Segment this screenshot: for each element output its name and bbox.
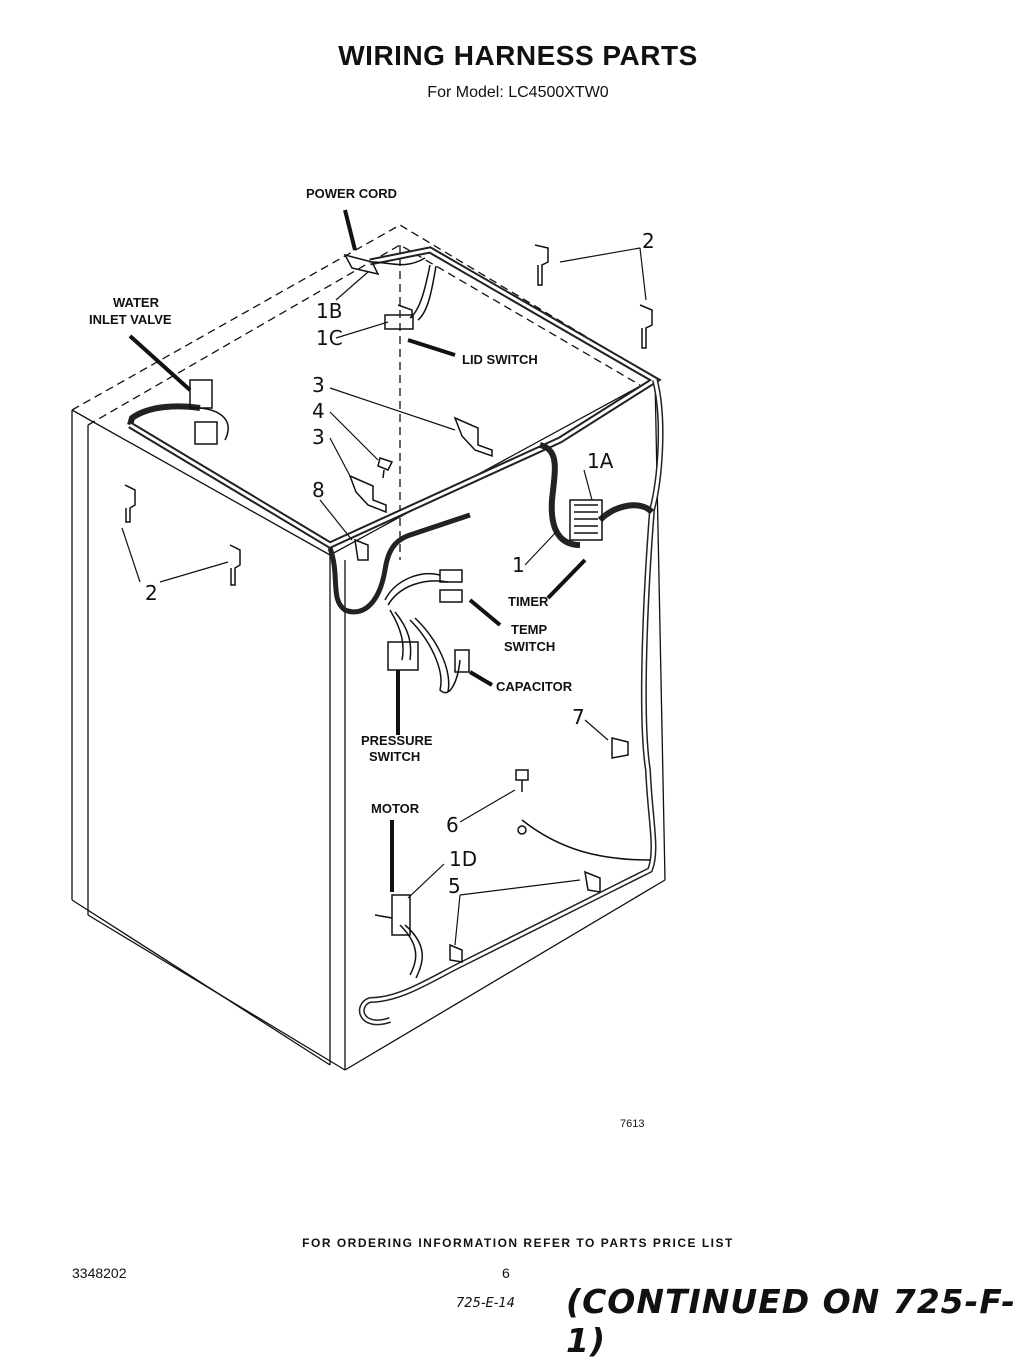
temp-switch-label: SWITCH <box>504 639 555 654</box>
callout-1D: 1D <box>449 847 477 871</box>
power-cord-label: POWER CORD <box>306 186 397 201</box>
harness-front-corner <box>327 512 471 615</box>
inlet-valve-label: INLET VALVE <box>89 312 172 327</box>
clip-2-left-a <box>124 484 136 523</box>
callout-1B: 1B <box>316 299 342 323</box>
power-cord-plug <box>343 253 426 276</box>
callout-6: 6 <box>446 813 459 837</box>
screw-6 <box>515 769 529 835</box>
clip-5-b <box>449 943 463 963</box>
callout-3-lower: 3 <box>312 425 325 449</box>
pressure-label: PRESSURE <box>361 733 433 748</box>
screw-4 <box>377 457 394 479</box>
clip-3-a <box>453 416 493 458</box>
callout-1C: 1C <box>316 326 343 350</box>
page-number: 6 <box>502 1265 510 1281</box>
part-number: 3348202 <box>72 1265 127 1281</box>
harness-right-inner <box>360 379 663 1024</box>
pressure-switch-connector <box>387 641 419 671</box>
timer-label: TIMER <box>508 594 549 609</box>
clip-5-a <box>584 870 601 893</box>
callout-1A: 1A <box>587 449 614 473</box>
cabinet-solid-edges <box>71 377 666 1071</box>
clip-2-left-b <box>229 544 241 586</box>
callout-3-upper: 3 <box>312 373 325 397</box>
water-label: WATER <box>113 295 160 310</box>
clip-8 <box>354 538 369 561</box>
callout-4: 4 <box>312 399 325 423</box>
harness-timer-branch <box>538 442 655 548</box>
capacitor-connector <box>454 649 470 673</box>
clip-2-top-a <box>534 244 549 286</box>
callout-2-left: 2 <box>145 581 158 605</box>
page-title: WIRING HARNESS PARTS <box>338 40 698 71</box>
callout-7: 7 <box>572 705 585 729</box>
callout-2-top: 2 <box>642 229 655 253</box>
callout-1: 1 <box>512 553 525 577</box>
motor-connector <box>374 894 411 936</box>
temp-label: TEMP <box>511 622 547 637</box>
figure-code: 7613 <box>620 1118 645 1130</box>
handwritten-reference: 725-E-14 <box>456 1296 515 1311</box>
wiring-harness-diagram: POWER CORD WATER INLET VALVE LID SWITCH … <box>71 186 666 1071</box>
model-subtitle: For Model: LC4500XTW0 <box>427 84 609 101</box>
pressure-switch-label: SWITCH <box>369 749 420 764</box>
pointer-arrows <box>128 209 587 892</box>
motor-label: MOTOR <box>371 801 420 816</box>
clip-7 <box>611 737 629 759</box>
continued-note: (CONTINUED ON 725-F-1) <box>566 1282 1016 1360</box>
temp-switch-connector <box>439 569 463 603</box>
timer-connector <box>569 499 603 541</box>
harness-inner-lines <box>129 248 658 547</box>
callout-8: 8 <box>312 478 325 502</box>
capacitor-label: CAPACITOR <box>496 679 573 694</box>
callout-5: 5 <box>448 874 461 898</box>
water-inlet-valve <box>189 379 229 445</box>
clip-3-b <box>348 474 387 514</box>
clip-2-top-b <box>639 304 653 349</box>
ordering-note: FOR ORDERING INFORMATION REFER TO PARTS … <box>302 1236 734 1250</box>
lid-switch <box>384 304 414 330</box>
lid-switch-label: LID SWITCH <box>462 352 538 367</box>
callout-lines <box>121 247 647 946</box>
